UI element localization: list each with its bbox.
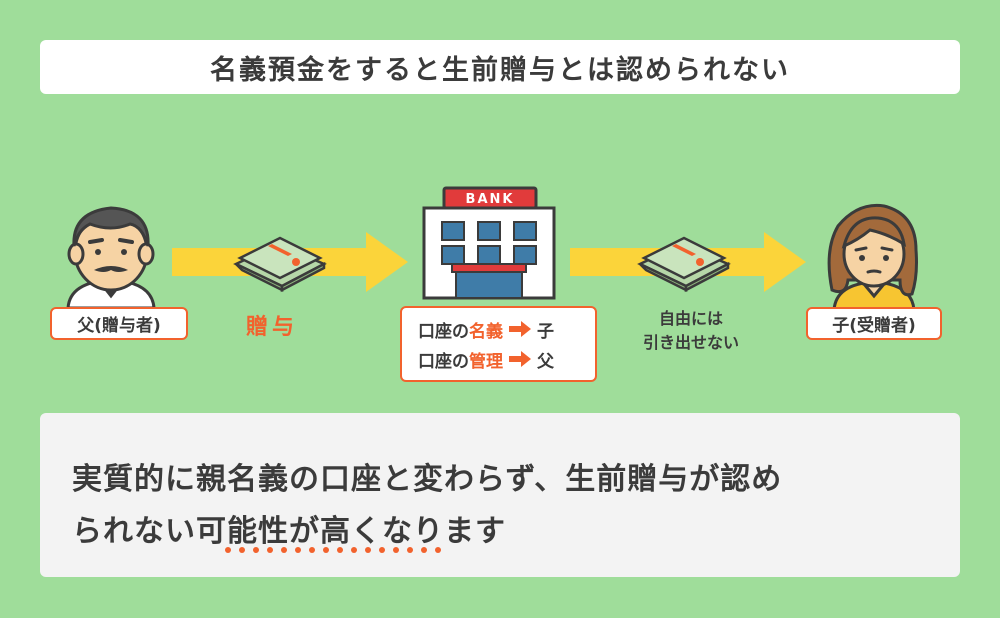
title-bar: 名義預金をすると生前贈与とは認められない: [40, 40, 960, 94]
conclusion-line-1: 実質的に親名義の口座と変わらず、生前贈与が認め: [72, 462, 783, 497]
cannot-withdraw-line-2: 引き出せない: [642, 333, 739, 352]
right-arrow-icon: [509, 351, 531, 367]
cannot-withdraw-line-1: 自由には: [658, 309, 723, 328]
account-row-prefix: 口座の: [418, 351, 469, 372]
account-row-keyword: 管理: [469, 351, 503, 372]
right-arrow-icon: [509, 321, 531, 337]
conclusion-line-2-before: られない: [72, 514, 196, 549]
father-icon: [66, 206, 156, 308]
account-row-person: 子: [537, 321, 554, 342]
account-row-keyword: 名義: [469, 321, 503, 342]
cannot-withdraw-label: 自由には 引き出せない: [618, 307, 764, 355]
emphasis-dots: [225, 547, 441, 553]
money-bundle-icon: [233, 236, 327, 293]
child-icon: [827, 203, 918, 310]
conclusion-line-2-after: が高くなります: [289, 514, 506, 549]
child-label: 子(受贈者): [806, 307, 942, 340]
account-row-person: 父: [537, 351, 554, 372]
conclusion-box: [40, 413, 960, 577]
bank-icon: BANK: [422, 186, 556, 300]
conclusion-emphasis: 可能性: [196, 514, 289, 549]
father-label-text: 父(贈与者): [77, 316, 161, 336]
account-row-name: 口座の 名義 子: [418, 314, 595, 344]
page-title: 名義預金をすると生前贈与とは認められない: [210, 54, 790, 86]
child-label-text: 子(受贈者): [832, 316, 916, 336]
conclusion-line-2: られない可能性が高くなります: [72, 506, 506, 550]
money-bundle-icon: [637, 236, 731, 293]
account-info-box: 口座の 名義 子 口座の 管理 父: [400, 306, 597, 382]
account-row-prefix: 口座の: [418, 321, 469, 342]
father-label: 父(贈与者): [50, 307, 188, 340]
gift-label: 贈与: [246, 315, 299, 340]
account-row-manage: 口座の 管理 父: [418, 344, 595, 374]
bank-sign: BANK: [466, 192, 515, 207]
